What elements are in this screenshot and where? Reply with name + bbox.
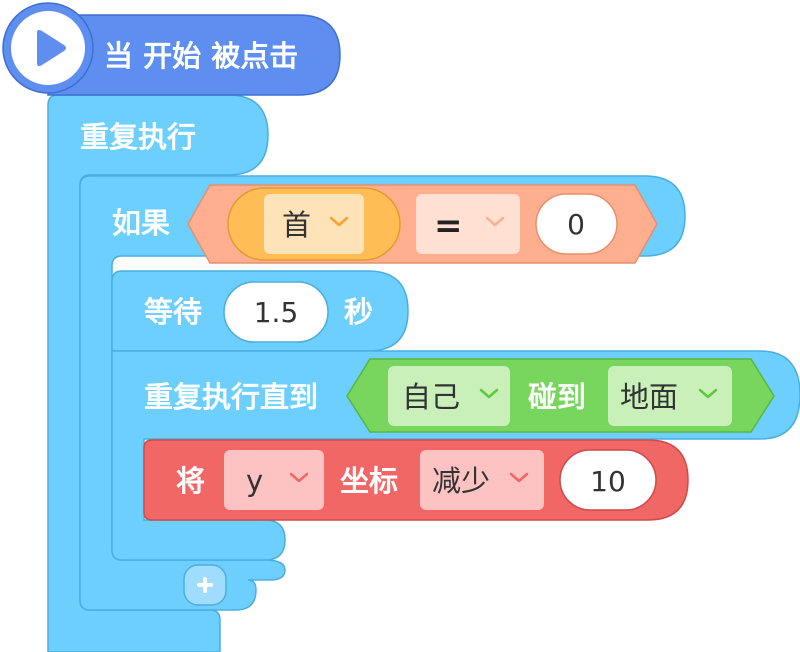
- chevron-down-icon: [329, 216, 349, 227]
- wait-seconds-value: 1.5: [254, 296, 299, 329]
- operator-dropdown[interactable]: =: [416, 194, 520, 254]
- target-name: 地面: [620, 380, 678, 414]
- forever-label: 重复执行: [80, 120, 196, 154]
- wait-block[interactable]: 等待 1.5 秒: [111, 270, 409, 352]
- coordinate-label: 坐标: [340, 464, 398, 498]
- axis-name: y: [246, 464, 263, 498]
- equals-operator[interactable]: 首 = 0: [187, 184, 658, 264]
- variable-dropdown[interactable]: [264, 194, 364, 254]
- add-block-button[interactable]: [183, 564, 227, 606]
- sprite-dropdown[interactable]: 自己: [388, 366, 510, 426]
- chevron-down-icon: [485, 216, 505, 227]
- change-op-label: 减少: [432, 464, 490, 498]
- compare-value-input[interactable]: [535, 193, 618, 255]
- change-coordinate-block[interactable]: 将 y 坐标 减少 10: [143, 439, 689, 521]
- touching-label: 碰到: [528, 380, 586, 414]
- variable-reporter[interactable]: 首: [227, 187, 401, 261]
- change-op-dropdown[interactable]: 减少: [420, 450, 544, 510]
- plus-icon: [197, 577, 213, 593]
- set-label: 将: [176, 464, 205, 498]
- sprite-name: 自己: [402, 380, 460, 414]
- wait-unit: 秒: [344, 295, 373, 329]
- axis-dropdown[interactable]: y: [224, 450, 324, 510]
- chevron-down-icon: [509, 472, 529, 483]
- hat-label: 当 开始 被点击: [104, 39, 298, 73]
- chevron-down-icon: [479, 388, 499, 399]
- if-label: 如果: [112, 206, 170, 240]
- touching-condition[interactable]: 自己 碰到 地面: [346, 358, 775, 433]
- compare-value: 0: [567, 208, 585, 241]
- repeat-until-label: 重复执行直到: [144, 380, 318, 414]
- operator-symbol: =: [434, 206, 463, 246]
- forever-block[interactable]: 重复执行: [47, 94, 269, 652]
- change-amount-value: 10: [590, 465, 626, 498]
- when-start-clicked-block[interactable]: 当 开始 被点击: [2, 2, 341, 96]
- change-amount-input[interactable]: [559, 449, 657, 511]
- play-icon: [37, 29, 66, 67]
- chevron-down-icon: [698, 388, 718, 399]
- wait-label: 等待: [144, 295, 202, 329]
- chevron-down-icon: [289, 472, 309, 483]
- variable-name: 首: [282, 208, 311, 242]
- wait-seconds-input[interactable]: [223, 281, 329, 343]
- target-dropdown[interactable]: 地面: [608, 366, 732, 426]
